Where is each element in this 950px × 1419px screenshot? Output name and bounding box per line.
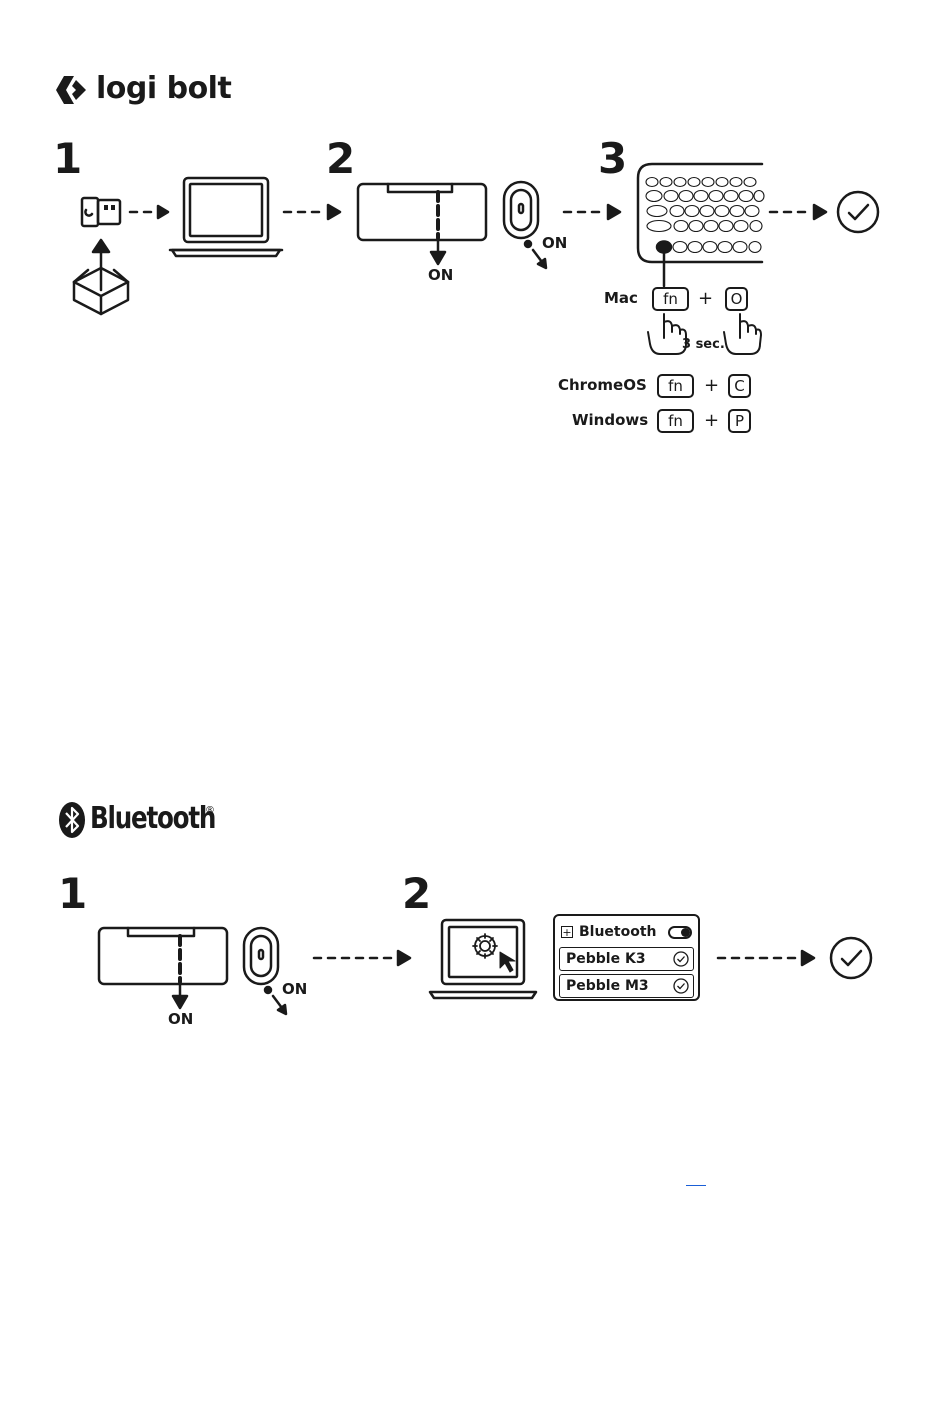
keyboard-side-icon: [99, 928, 227, 998]
gear-icon: [473, 934, 497, 958]
bluetooth-panel-title: Bluetooth: [579, 924, 657, 940]
cursor-icon: [500, 952, 515, 972]
bt-mouse-on-label: ON: [282, 982, 307, 997]
bluetooth-diagram: [0, 0, 950, 1100]
mouse-icon: [244, 928, 282, 1008]
toggle-icon[interactable]: [668, 926, 692, 939]
device-row-pebble-m3[interactable]: Pebble M3: [559, 974, 694, 998]
link-underline[interactable]: [686, 1185, 706, 1186]
device-row-pebble-k3[interactable]: Pebble K3: [559, 947, 694, 971]
bluetooth-panel-header: + Bluetooth: [561, 922, 692, 942]
add-icon[interactable]: +: [561, 926, 573, 938]
bluetooth-pairing-panel: + Bluetooth Pebble K3 Pebble M3: [553, 914, 700, 1001]
device-name: Pebble M3: [566, 978, 649, 994]
laptop-icon: [430, 920, 536, 998]
bt-receiver-on-label: ON: [168, 1012, 193, 1027]
check-circle-icon: [673, 978, 689, 994]
device-name: Pebble K3: [566, 951, 646, 967]
check-circle-icon: [673, 951, 689, 967]
check-circle-icon: [831, 938, 871, 978]
